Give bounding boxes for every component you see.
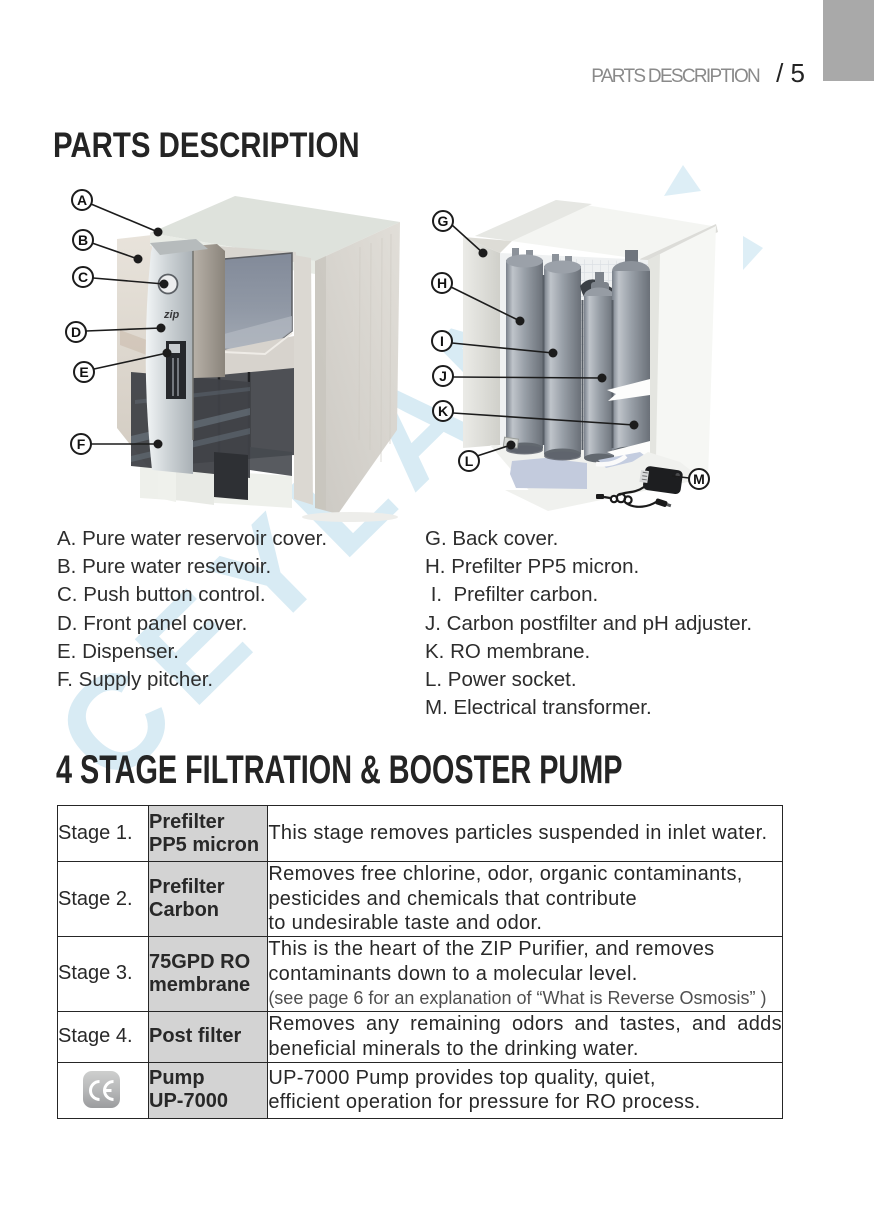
svg-text:K: K: [438, 403, 448, 419]
svg-text:D: D: [71, 324, 81, 340]
svg-text:I: I: [440, 333, 444, 349]
svg-text:H: H: [437, 275, 447, 291]
svg-text:C: C: [78, 269, 88, 285]
svg-text:B: B: [78, 232, 88, 248]
svg-text:zip: zip: [163, 309, 180, 321]
svg-text:A: A: [77, 192, 87, 208]
svg-text:J: J: [439, 368, 447, 384]
svg-text:E: E: [79, 364, 88, 380]
svg-text:L: L: [465, 453, 474, 469]
svg-text:G: G: [438, 213, 449, 229]
svg-text:F: F: [77, 436, 86, 452]
svg-text:M: M: [693, 471, 705, 487]
